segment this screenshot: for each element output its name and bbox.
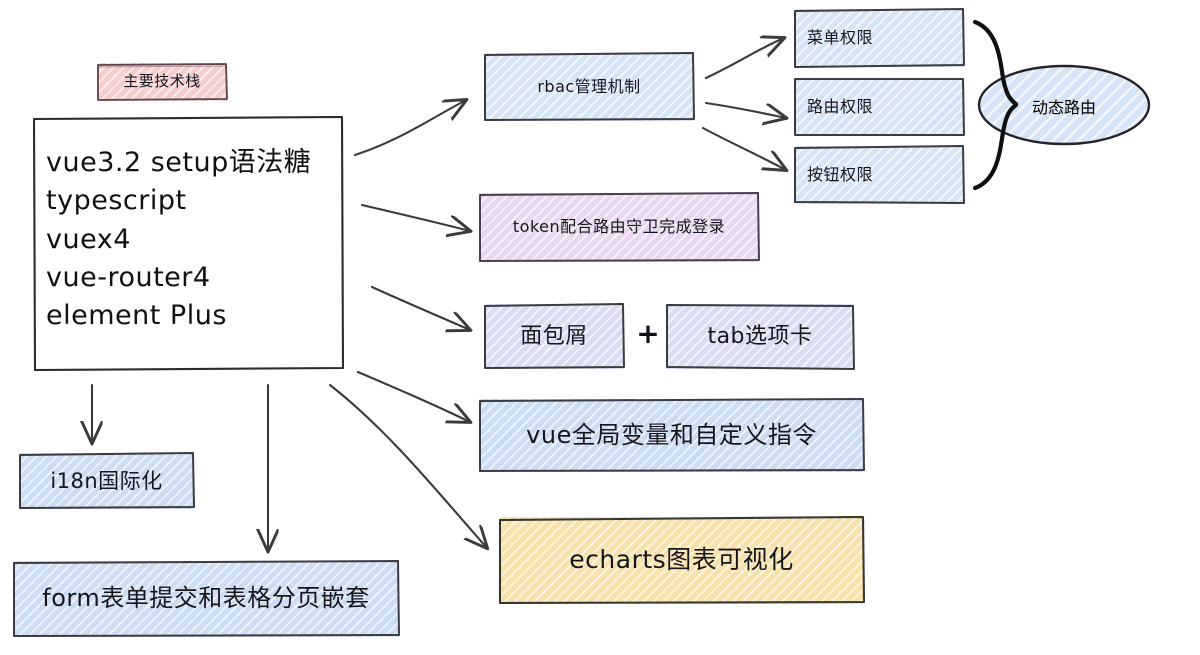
- badge-label: 主要技术栈: [123, 72, 201, 91]
- node-dynamic-route: 动态路由: [976, 63, 1152, 148]
- node-button-permission: 按钮权限: [793, 145, 965, 205]
- node-rbac: rbac管理机制: [483, 52, 695, 122]
- edge-rbac-to-button: [701, 126, 786, 170]
- node-token-login: token配合路由守卫完成登录: [478, 192, 760, 263]
- edge-stack-to-breadcrumb: [370, 285, 470, 330]
- node-breadcrumb: 面包屑: [483, 303, 625, 370]
- plus-sign: +: [636, 316, 660, 350]
- menu-permission-label: 菜单权限: [807, 27, 874, 47]
- edge-rbac-to-menu: [704, 38, 784, 80]
- node-global-vars: vue全局变量和自定义指令: [478, 398, 865, 473]
- stack-line: vuex4: [46, 223, 131, 255]
- route-permission-label: 路由权限: [807, 96, 874, 116]
- dynamic-route-label: 动态路由: [1031, 97, 1096, 117]
- button-permission-label: 按钮权限: [807, 164, 874, 184]
- stack-line: typescript: [46, 185, 187, 217]
- node-route-permission: 路由权限: [793, 77, 965, 137]
- echarts-label: echarts图表可视化: [569, 545, 794, 575]
- form-table-label: form表单提交和表格分页嵌套: [42, 584, 370, 613]
- plus-sign-label: +: [636, 316, 660, 350]
- edge-stack-to-echarts: [328, 383, 487, 548]
- tab-card-label: tab选项卡: [707, 323, 813, 349]
- edge-stack-to-globalvars: [356, 370, 470, 422]
- breadcrumb-label: 面包屑: [520, 323, 588, 349]
- stack-line: vue-router4: [46, 261, 211, 293]
- node-form-table: form表单提交和表格分页嵌套: [12, 560, 400, 638]
- node-menu-permission: 菜单权限: [793, 8, 965, 68]
- stack-line: element Plus: [46, 300, 227, 332]
- edge-stack-to-token: [360, 203, 470, 231]
- stack-line: vue3.2 setup语法糖: [46, 147, 312, 178]
- main-stack-badge: 主要技术栈: [96, 62, 228, 102]
- node-echarts: echarts图表可视化: [498, 516, 865, 605]
- edge-stack-to-rbac: [353, 100, 466, 157]
- token-login-label: token配合路由守卫完成登录: [512, 217, 726, 237]
- main-stack-lines: vue3.2 setup语法糖 typescript vuex4 vue-rou…: [32, 116, 311, 336]
- rbac-label: rbac管理机制: [537, 76, 641, 96]
- edge-rbac-to-route: [704, 101, 786, 118]
- i18n-label: i18n国际化: [50, 468, 163, 493]
- node-i18n: i18n国际化: [18, 452, 195, 510]
- node-tab-card: tab选项卡: [665, 303, 855, 370]
- global-vars-label: vue全局变量和自定义指令: [526, 420, 817, 449]
- main-tech-stack-box: vue3.2 setup语法糖 typescript vuex4 vue-rou…: [32, 116, 344, 371]
